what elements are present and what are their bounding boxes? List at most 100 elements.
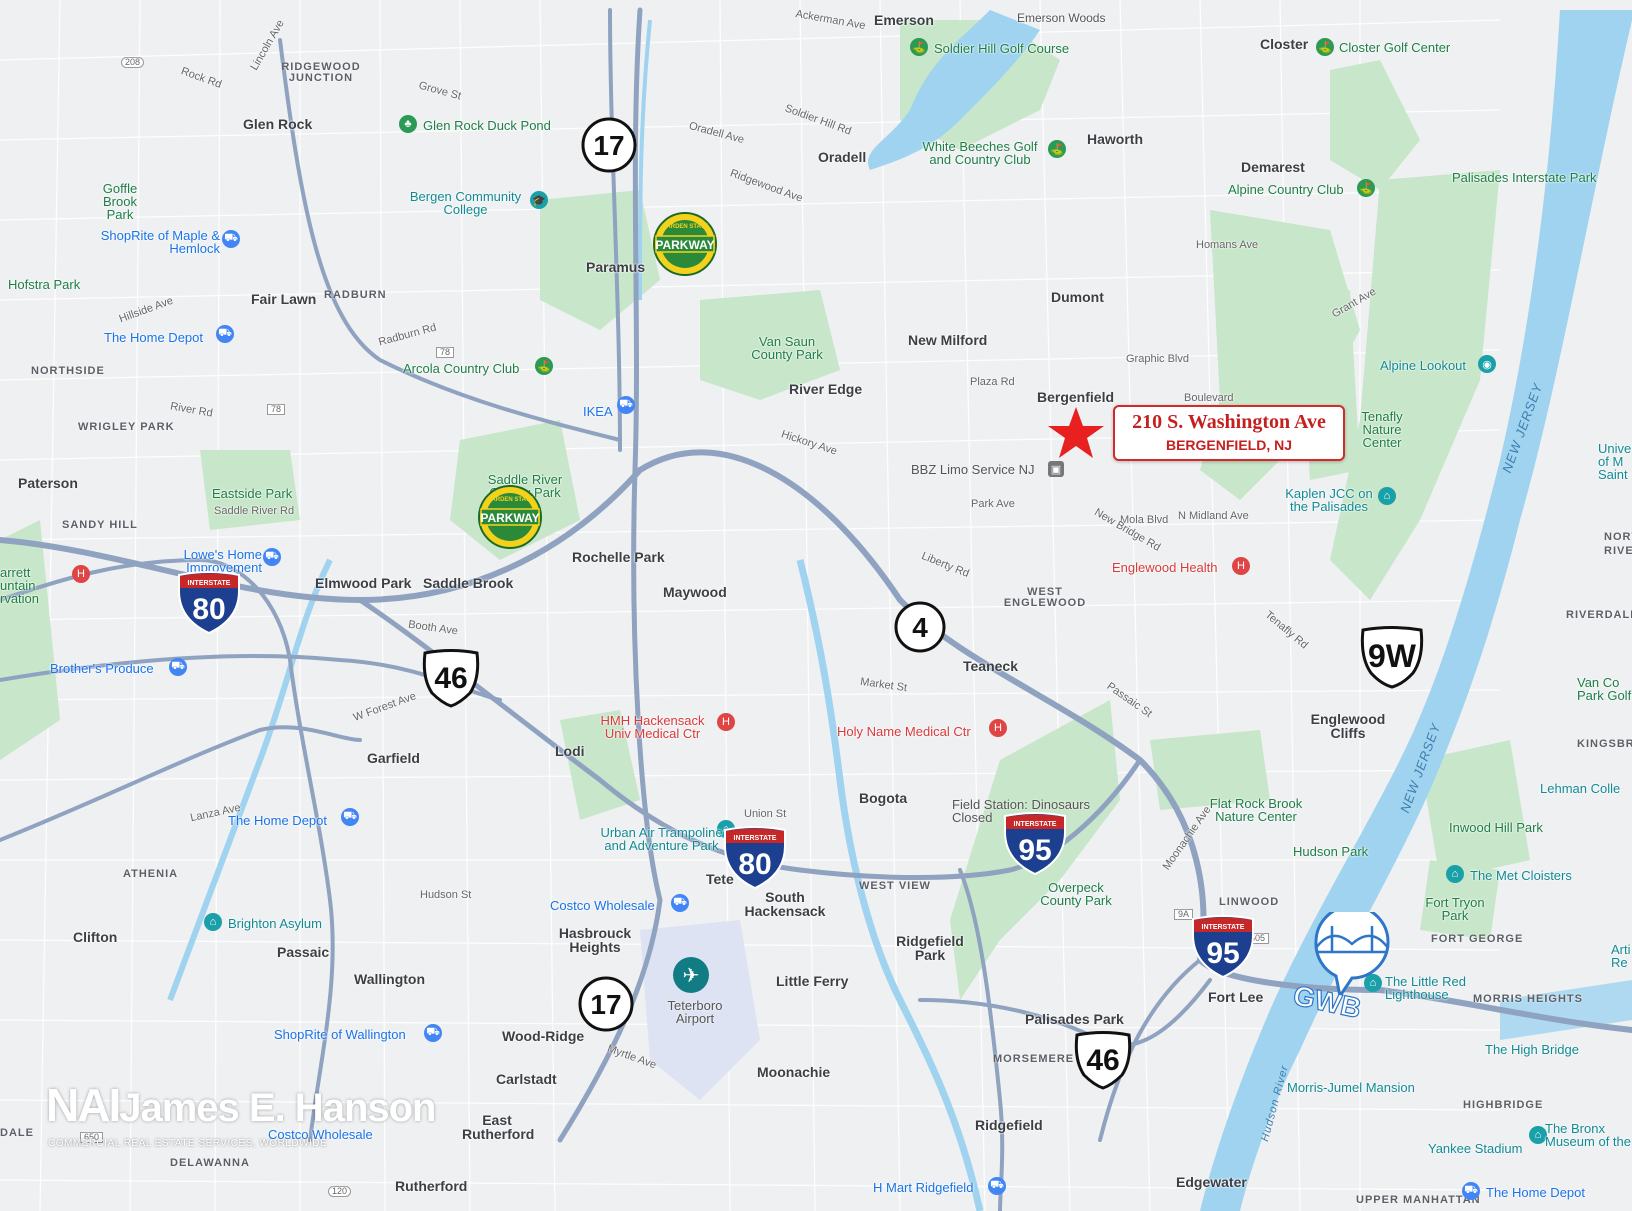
poi-label[interactable]: Bergen Community College: [409, 189, 522, 217]
hospital-icon[interactable]: H: [717, 713, 735, 731]
poi-label[interactable]: Holy Name Medical Ctr: [837, 724, 971, 739]
poi-label[interactable]: Hofstra Park: [8, 277, 81, 292]
poi-label[interactable]: Lowe's Home Improvement: [183, 547, 262, 575]
graduation-cap-icon[interactable]: 🎓: [530, 191, 548, 209]
poi-label[interactable]: The Home Depot: [228, 813, 327, 828]
landmark-icon[interactable]: ⌂: [1364, 974, 1382, 992]
poi-label[interactable]: Kaplen JCC on the Palisades: [1285, 486, 1373, 514]
poi-label[interactable]: BBZ Limo Service NJ: [911, 462, 1035, 477]
poi-label[interactable]: Glen Rock Duck Pond: [423, 118, 551, 133]
poi-label[interactable]: Flat Rock Brook Nature Center: [1209, 796, 1303, 824]
route-17-shield[interactable]: 17: [580, 116, 640, 176]
business-icon[interactable]: ▣: [1048, 461, 1064, 477]
address-callout[interactable]: 210 S. Washington Ave BERGENFIELD, NJ: [1113, 405, 1345, 461]
poi-label[interactable]: Closter Golf Center: [1339, 40, 1451, 55]
us-9w-shield[interactable]: 9W: [1358, 625, 1426, 689]
shopping-bag-icon[interactable]: ⛟: [263, 548, 281, 566]
poi-label[interactable]: White Beeches Golf and Country Club: [922, 139, 1038, 167]
poi-label[interactable]: The Bronx Museum of the: [1545, 1121, 1631, 1149]
interstate-95-shield[interactable]: INTERSTATE 95: [1190, 915, 1256, 981]
interstate-80-shield[interactable]: INTERSTATE 80: [722, 826, 788, 892]
road-label: Hudson St: [420, 889, 472, 901]
garden-state-parkway-shield[interactable]: GARDEN STATE PARKWAY: [652, 211, 718, 277]
shopping-bag-icon[interactable]: ⛟: [341, 808, 359, 826]
hospital-icon[interactable]: H: [72, 565, 90, 583]
poi-label[interactable]: IKEA: [583, 404, 613, 419]
poi-label[interactable]: Unive of M Saint: [1598, 441, 1632, 482]
route-4-shield[interactable]: 4: [893, 600, 949, 656]
shopping-bag-icon[interactable]: ⛟: [216, 325, 234, 343]
poi-label[interactable]: Fort Tryon Park: [1425, 895, 1485, 923]
poi-label[interactable]: Palisades Interstate Park: [1452, 170, 1597, 185]
golf-icon[interactable]: ⛳: [1316, 38, 1334, 56]
shopping-bag-icon[interactable]: ⛟: [617, 396, 635, 414]
shopping-cart-icon[interactable]: ⛟: [169, 658, 187, 676]
poi-label[interactable]: Tenafly Nature Center: [1361, 409, 1403, 450]
poi-label[interactable]: Brighton Asylum: [228, 916, 322, 931]
poi-label[interactable]: Arcola Country Club: [403, 361, 520, 376]
shopping-bag-icon[interactable]: ⛟: [671, 894, 689, 912]
gwb-bridge-badge[interactable]: GWB: [1290, 912, 1410, 1022]
poi-label[interactable]: Soldier Hill Golf Course: [934, 41, 1070, 56]
poi-label[interactable]: The Home Depot: [104, 330, 203, 345]
golf-icon[interactable]: ⛳: [535, 357, 553, 375]
poi-label[interactable]: H Mart Ridgefield: [873, 1180, 974, 1195]
poi-label[interactable]: Van Co Park Golf: [1577, 675, 1632, 703]
landmark-icon[interactable]: ⌂: [1446, 865, 1464, 883]
poi-label[interactable]: Brother's Produce: [50, 661, 154, 676]
camera-icon[interactable]: ◉: [1478, 355, 1496, 373]
poi-label[interactable]: Lehman Colle: [1540, 781, 1621, 796]
town-label: Passaic: [277, 944, 330, 960]
poi-label[interactable]: Alpine Lookout: [1380, 358, 1467, 373]
neighborhood-label: MORSEMERE: [993, 1053, 1075, 1065]
target-location-star-icon[interactable]: [1046, 405, 1106, 461]
shopping-cart-icon[interactable]: ⛟: [424, 1024, 442, 1042]
garden-state-parkway-shield[interactable]: GARDEN STATE PARKWAY: [477, 484, 543, 550]
poi-label[interactable]: arrett untain rvation: [0, 565, 40, 606]
golf-icon[interactable]: ⛳: [910, 38, 928, 56]
poi-label[interactable]: HMH Hackensack Univ Medical Ctr: [600, 713, 705, 741]
poi-label[interactable]: Arti Re: [1611, 942, 1631, 970]
us-46-shield[interactable]: 46: [1072, 1030, 1134, 1090]
poi-label[interactable]: Urban Air Trampoline and Adventure Park: [600, 825, 723, 853]
poi-label[interactable]: The High Bridge: [1485, 1042, 1579, 1057]
airplane-icon[interactable]: ✈: [673, 957, 709, 993]
poi-label[interactable]: Englewood Health: [1112, 560, 1218, 575]
poi-label[interactable]: Morris-Jumel Mansion: [1287, 1080, 1415, 1095]
poi-label[interactable]: Overpeck County Park: [1040, 880, 1112, 908]
town-label: Fair Lawn: [251, 291, 317, 307]
poi-label[interactable]: The Met Cloisters: [1470, 868, 1572, 883]
poi-label[interactable]: Alpine Country Club: [1228, 182, 1344, 197]
interstate-95-shield[interactable]: INTERSTATE 95: [1002, 812, 1068, 878]
hospital-icon[interactable]: H: [989, 719, 1007, 737]
poi-label[interactable]: Eastside Park: [212, 486, 293, 501]
poi-label[interactable]: ShopRite of Wallington: [274, 1027, 406, 1042]
shopping-cart-icon[interactable]: ⛟: [988, 1177, 1006, 1195]
hospital-icon[interactable]: H: [1232, 557, 1250, 575]
shopping-cart-icon[interactable]: ⛟: [222, 230, 240, 248]
landmark-icon[interactable]: ⌂: [1529, 1126, 1547, 1144]
poi-label[interactable]: Inwood Hill Park: [1449, 820, 1543, 835]
route-badge: 78: [436, 347, 455, 358]
poi-label[interactable]: Field Station: Dinosaurs Closed: [952, 797, 1091, 825]
golf-icon[interactable]: ⛳: [1048, 140, 1066, 158]
golf-icon[interactable]: ⛳: [1357, 179, 1375, 197]
poi-label[interactable]: Costco Wholesale: [268, 1127, 373, 1142]
poi-label[interactable]: Van Saun County Park: [751, 334, 823, 362]
poi-label[interactable]: Yankee Stadium: [1428, 1141, 1523, 1156]
us-46-shield[interactable]: 46: [420, 648, 482, 708]
airport-label[interactable]: Teterboro Airport: [667, 998, 723, 1026]
poi-label[interactable]: Costco Wholesale: [550, 898, 655, 913]
poi-label[interactable]: Hudson Park: [1293, 844, 1369, 859]
poi-label[interactable]: ShopRite of Maple & Hemlock: [100, 228, 220, 256]
interstate-80-shield[interactable]: INTERSTATE 80: [176, 571, 242, 637]
poi-label[interactable]: Goffle Brook Park: [102, 181, 138, 222]
shopping-bag-icon[interactable]: ⛟: [1462, 1182, 1480, 1200]
landmark-icon[interactable]: ⌂: [1378, 487, 1396, 505]
route-17-shield[interactable]: 17: [577, 975, 637, 1035]
landmark-icon[interactable]: ⌂: [204, 913, 222, 931]
tree-icon[interactable]: ♣: [399, 115, 417, 133]
poi-label[interactable]: The Home Depot: [1486, 1185, 1585, 1200]
poi-label[interactable]: The Little Red Lighthouse: [1385, 974, 1466, 1002]
